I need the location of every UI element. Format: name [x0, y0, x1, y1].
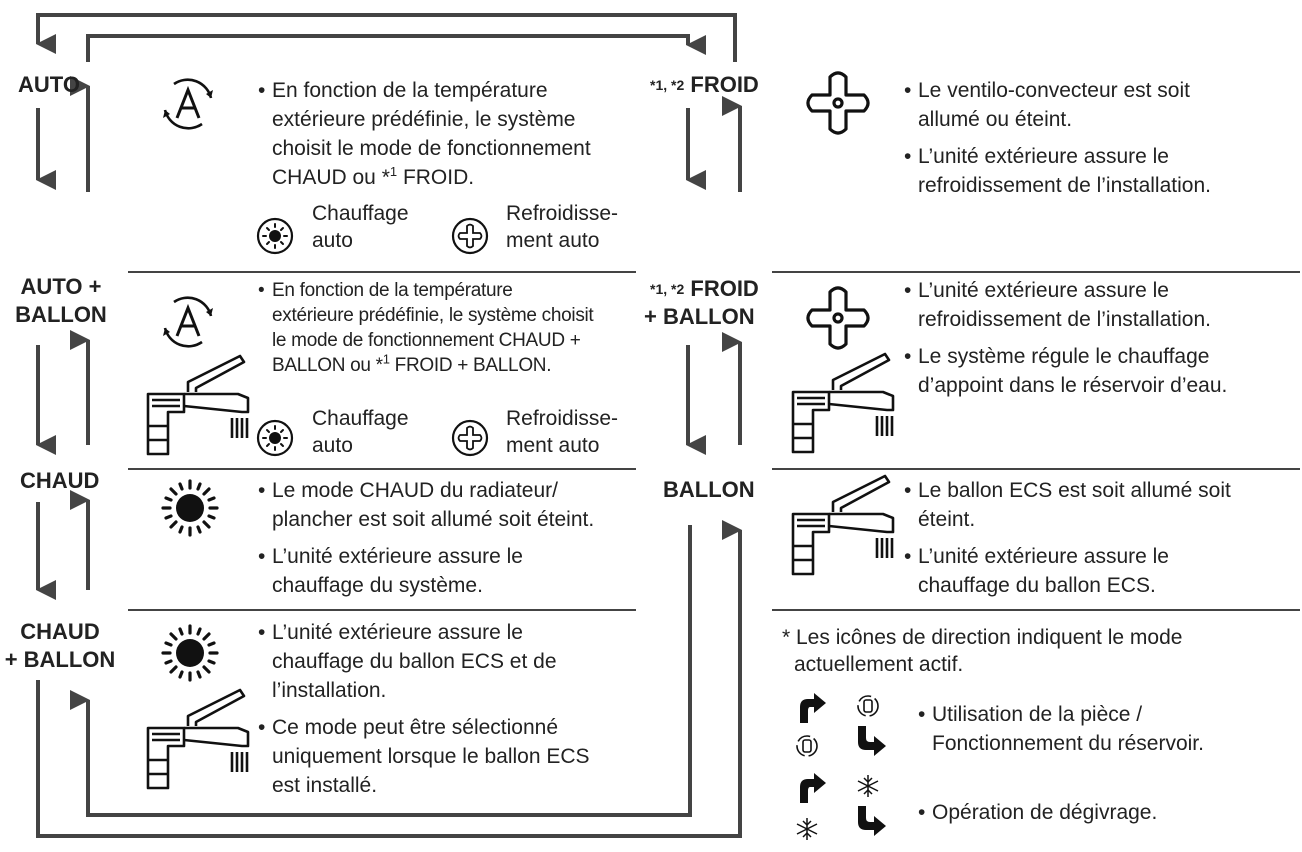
- tank-icon: [796, 735, 818, 757]
- auto-ballon-bullet-1: En fonction de la température extérieure…: [258, 278, 648, 378]
- outer-loop-top: [36, 13, 737, 62]
- faucet-icon: [146, 688, 250, 790]
- defrost-icon: [857, 774, 879, 798]
- mode-froid-ballon-line1: FROID: [690, 276, 759, 301]
- auto-description: En fonction de la température extérieure…: [258, 76, 638, 192]
- fan-icon: [806, 286, 870, 350]
- mode-chaud-ballon-label: CHAUD + BALLON: [2, 618, 118, 674]
- chaud-bullet-2: L’unité extérieure assure le chauffage d…: [258, 542, 638, 600]
- chauffage-auto-icon: [256, 217, 294, 255]
- mode-ballon-label: BALLON: [663, 477, 755, 502]
- footnote-line1: * Les icônes de direction indiquent le m…: [782, 626, 1183, 649]
- chaud-bullet-1: Le mode CHAUD du radiateur/ plancher est…: [258, 476, 638, 534]
- mode-auto-ballon-line2: BALLON: [15, 302, 107, 327]
- chauffage-auto-label: Chauffage auto: [312, 407, 409, 457]
- direction-arrow-icon: [800, 773, 826, 803]
- faucet-icon: [791, 352, 895, 454]
- tank-icon: [857, 695, 879, 717]
- auto-ballon-mode-icon: [161, 296, 215, 348]
- fan-icon: [806, 71, 870, 135]
- mode-chaud-label: CHAUD: [20, 468, 100, 493]
- mode-auto-ballon-label: AUTO + BALLON: [6, 273, 116, 329]
- direction-arrow-down-icon: [858, 806, 886, 836]
- refroidissement-auto-label: Refroidisse- ment auto: [506, 202, 619, 252]
- faucet-icon: [791, 474, 895, 576]
- direction-arrow-icon: [800, 693, 826, 723]
- ballon-description: Le ballon ECS est soit allumé soit étein…: [904, 476, 1299, 600]
- froid-ballon-footnote-ref: *1, *2: [650, 281, 685, 297]
- direction-arrow-down-icon: [858, 726, 886, 756]
- legend-direction-line2: Fonctionnement du réservoir.: [932, 732, 1204, 755]
- sun-icon: [161, 624, 219, 682]
- auto-mode-icon: [161, 78, 215, 130]
- legend-defrost-line: Opération de dégivrage.: [932, 801, 1158, 824]
- froid-ballon-description: L’unité extérieure assure le refroidisse…: [904, 276, 1299, 400]
- defrost-icon: [796, 817, 818, 841]
- froid-description: Le ventilo-convecteur est soit allumé ou…: [904, 76, 1299, 200]
- froid-bullet-2: L’unité extérieure assure le refroidisse…: [904, 142, 1299, 200]
- chaud-description: Le mode CHAUD du radiateur/ plancher est…: [258, 476, 638, 600]
- ballon-bullet-2: L’unité extérieure assure le chauffage d…: [904, 542, 1299, 600]
- ballon-bullet-1: Le ballon ECS est soit allumé soit étein…: [904, 476, 1299, 534]
- chaud-ballon-description: L’unité extérieure assure le chauffage d…: [258, 618, 638, 800]
- froid-bullet-1: Le ventilo-convecteur est soit allumé ou…: [904, 76, 1299, 134]
- froid-footnote-ref: *1, *2: [650, 77, 685, 93]
- footnote-line2: actuellement actif.: [794, 653, 964, 676]
- legend-direction-line1: Utilisation de la pièce /: [932, 703, 1143, 726]
- refroidissement-auto-label: Refroidisse- ment auto: [506, 407, 619, 457]
- left-arrows: [36, 76, 742, 838]
- chauffage-auto-icon: [256, 419, 294, 457]
- mode-froid-ballon-label: *1, *2 FROID + BALLON: [644, 275, 759, 331]
- mode-auto-label: AUTO: [18, 72, 80, 97]
- mode-froid-label: *1, *2 FROID: [650, 71, 759, 99]
- chauffage-auto-label: Chauffage auto: [312, 202, 409, 252]
- chaud-ballon-bullet-1: L’unité extérieure assure le chauffage d…: [258, 618, 638, 705]
- separators: [128, 271, 1300, 611]
- faucet-icon: [146, 354, 250, 456]
- mode-froid-text: FROID: [690, 72, 759, 97]
- legend-defrost: Opération de dégivrage.: [918, 798, 1298, 827]
- auto-ballon-description: En fonction de la température extérieure…: [258, 278, 648, 378]
- froid-ballon-bullet-2: Le système régule le chauffage d’appoint…: [904, 342, 1299, 400]
- mode-auto-ballon-line1: AUTO +: [20, 274, 102, 299]
- froid-ballon-bullet-1: L’unité extérieure assure le refroidisse…: [904, 276, 1299, 334]
- refroidissement-auto-icon: [451, 419, 489, 457]
- auto-bullet-1: En fonction de la température extérieure…: [258, 76, 638, 192]
- mode-chaud-ballon-line1: CHAUD: [20, 619, 100, 644]
- mode-chaud-ballon-line2: + BALLON: [4, 647, 116, 672]
- footnote: * Les icônes de direction indiquent le m…: [782, 624, 1297, 678]
- refroidissement-auto-icon: [451, 217, 489, 255]
- right-arrows: [686, 96, 742, 455]
- mode-froid-ballon-line2: + BALLON: [644, 304, 755, 329]
- chaud-ballon-bullet-2: Ce mode peut être sélectionné uniquement…: [258, 713, 638, 800]
- sun-icon: [161, 479, 219, 537]
- legend-direction: Utilisation de la pièce / Fonctionnement…: [918, 700, 1298, 758]
